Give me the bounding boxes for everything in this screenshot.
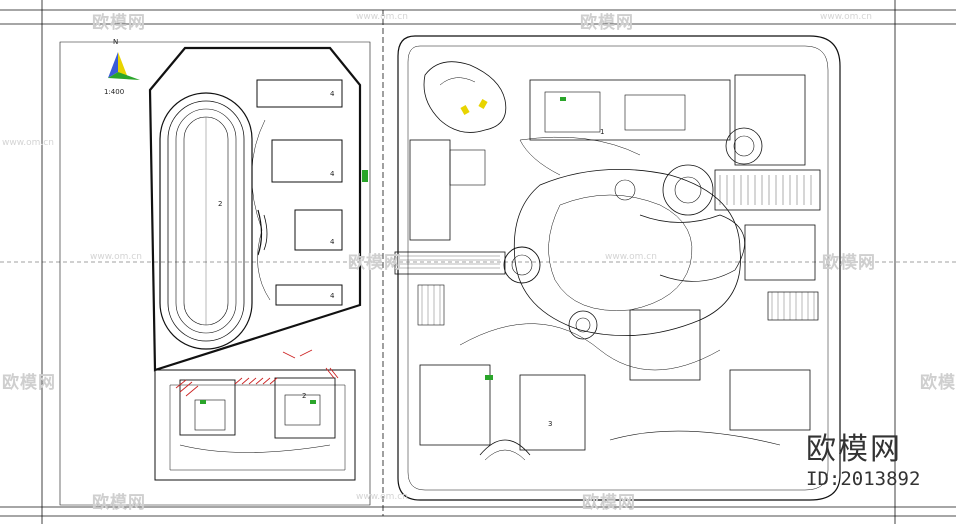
- brand-id: ID:2013892: [806, 468, 921, 490]
- building-number: 2: [302, 392, 307, 400]
- watermark-brand: 欧模网: [92, 13, 146, 33]
- sports-field-number: 2: [218, 200, 223, 208]
- watermark-site: www.om.cn: [356, 492, 408, 502]
- yellow-markers: [460, 99, 488, 115]
- building-number: 4: [330, 170, 335, 178]
- building-number: 4: [330, 238, 335, 246]
- building-number: 4: [330, 90, 335, 98]
- watermark-site: www.om.cn: [90, 252, 142, 262]
- watermark-site: www.om.cn: [605, 252, 657, 262]
- brand-watermark: 欧模网: [806, 432, 902, 467]
- watermark-site: www.om.cn: [2, 138, 54, 148]
- watermark-site: www.om.cn: [820, 12, 872, 22]
- watermark-brand: 欧模网: [920, 373, 956, 393]
- watermark-brand: 欧模网: [92, 493, 146, 513]
- school-block: [59, 41, 371, 506]
- watermark-brand: 欧模网: [580, 13, 634, 33]
- watermark-brand: 欧模网: [582, 493, 636, 513]
- watermark-site: www.om.cn: [356, 12, 408, 22]
- lower-left-residential: [154, 369, 356, 481]
- watermark-brand: 欧模网: [348, 253, 402, 273]
- red-hatch-areas: [175, 349, 339, 397]
- building-number: 3: [548, 420, 553, 428]
- north-label: N: [113, 38, 119, 46]
- building-number: 1: [600, 128, 605, 136]
- residential-district: [394, 35, 841, 501]
- north-arrow-icon: [108, 52, 140, 80]
- building-number: 4: [330, 292, 335, 300]
- scale-label: 1:400: [104, 88, 125, 96]
- watermark-brand: 欧模网: [2, 373, 56, 393]
- green-markers: [200, 97, 566, 404]
- watermark-brand: 欧模网: [822, 253, 876, 273]
